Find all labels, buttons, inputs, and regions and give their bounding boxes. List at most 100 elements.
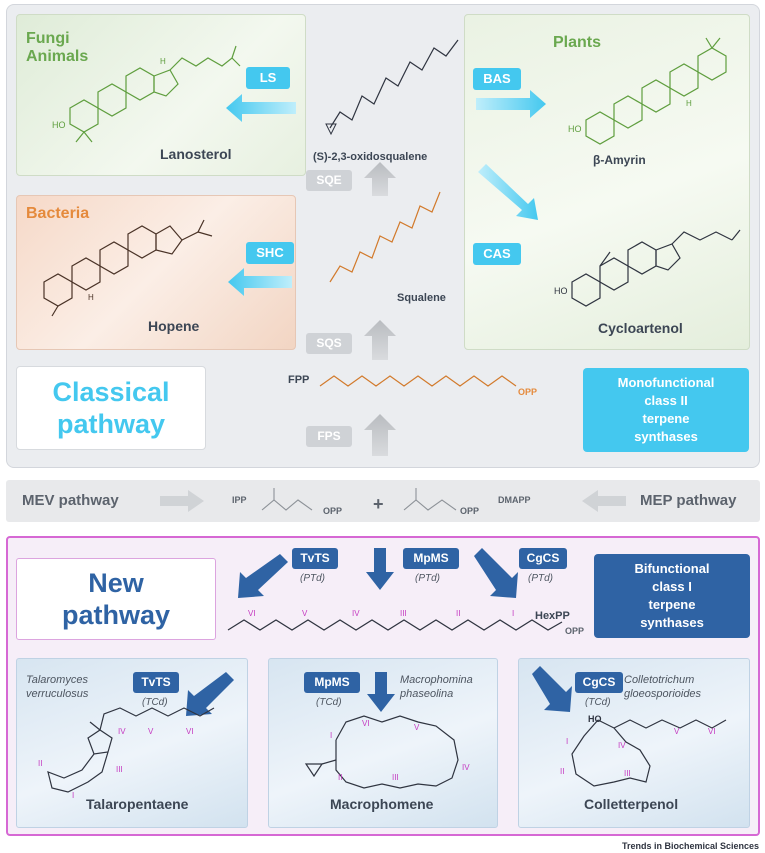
journal-footer: Trends in Biochemical Sciences bbox=[621, 841, 759, 851]
hexpp-roman-numerals: VI V IV III II I bbox=[248, 609, 514, 618]
organism-genus: Colletotrichum bbox=[624, 674, 695, 686]
roman-iii: III bbox=[116, 765, 123, 774]
fpp-label: FPP bbox=[288, 374, 310, 386]
roman-iii: III bbox=[392, 773, 399, 782]
organism-genus: Talaromyces bbox=[26, 674, 88, 686]
roman-vi: VI bbox=[248, 609, 256, 618]
roman-v: V bbox=[302, 609, 308, 618]
cycloartenol-label: Cycloartenol bbox=[598, 320, 683, 336]
hopene-label: Hopene bbox=[148, 318, 200, 334]
ls-enzyme-badge: LS bbox=[246, 67, 290, 89]
fps-up-arrow bbox=[364, 414, 396, 456]
svg-text:H: H bbox=[160, 57, 166, 66]
tvts-tcd-arrow bbox=[186, 672, 234, 716]
talaromyces-organism: Talaromyces verruculosus bbox=[26, 673, 88, 701]
bi-line-1: Bifunctional bbox=[634, 561, 710, 576]
roman-i: I bbox=[330, 731, 332, 740]
oxidosqualene-label: (S)-2,3-oxidosqualene bbox=[313, 151, 428, 163]
macrophomene-numerals: I VI V IV III II bbox=[330, 719, 470, 782]
monofunctional-synthases-card: Monofunctional class II terpene synthase… bbox=[583, 368, 749, 452]
plus-sign: + bbox=[373, 494, 384, 514]
beta-amyrin-label: β-Amyrin bbox=[593, 153, 646, 167]
mpms-ptd-badge: MpMS bbox=[403, 548, 459, 569]
cgcs-ptd-label: (PTd) bbox=[528, 573, 553, 584]
roman-v: V bbox=[414, 723, 420, 732]
roman-iv: IV bbox=[618, 741, 626, 750]
mono-line-3: terpene bbox=[642, 411, 690, 426]
ipp-label: IPP bbox=[232, 495, 247, 505]
ipp-structure bbox=[261, 499, 313, 511]
animals-label: Animals bbox=[26, 48, 89, 65]
bas-enzyme-badge: BAS bbox=[473, 68, 521, 90]
mono-line-2: class II bbox=[644, 393, 688, 408]
mep-pathway-label: MEP pathway bbox=[640, 492, 737, 509]
mono-line-4: synthases bbox=[634, 429, 698, 444]
fungi-animals-card bbox=[16, 14, 306, 176]
new-title-line2: pathway bbox=[61, 600, 171, 630]
macrophomene-label: Macrophomene bbox=[330, 796, 434, 812]
organism-species: verruculosus bbox=[26, 688, 89, 700]
new-title-line1: New bbox=[88, 568, 144, 598]
organism-species: phaseolina bbox=[400, 688, 454, 700]
dmapp-opp-label: OPP bbox=[460, 506, 480, 516]
talaropentaene-structure bbox=[47, 707, 215, 793]
precursor-band bbox=[6, 480, 760, 522]
sqe-enzyme-badge: SQE bbox=[306, 170, 352, 191]
sqs-up-arrow bbox=[364, 320, 396, 360]
ls-left-arrow bbox=[226, 94, 296, 122]
colletterpenol-numerals: IV V VI I II III bbox=[560, 727, 716, 778]
new-pathway-title-card: New pathway bbox=[16, 558, 216, 640]
beta-amyrin-structure: HO H bbox=[568, 37, 727, 145]
roman-vi: VI bbox=[708, 727, 716, 736]
mpms-ptd-arrow bbox=[366, 548, 394, 590]
bi-line-2: class I bbox=[652, 579, 692, 594]
bifunctional-synthases-card: Bifunctional class I terpene synthases bbox=[594, 554, 750, 638]
roman-iv: IV bbox=[462, 763, 470, 772]
dmapp-label: DMAPP bbox=[498, 495, 531, 505]
roman-iv: IV bbox=[118, 727, 126, 736]
dmapp-structure bbox=[403, 499, 457, 511]
bas-right-arrow bbox=[476, 90, 546, 118]
roman-i: I bbox=[566, 737, 568, 746]
lanosterol-label: Lanosterol bbox=[160, 146, 232, 162]
bi-line-4: synthases bbox=[640, 615, 704, 630]
bi-line-3: terpene bbox=[648, 597, 696, 612]
sqe-up-arrow bbox=[364, 162, 396, 196]
macrophomina-organism: Macrophomina phaseolina bbox=[400, 673, 473, 701]
roman-ii: II bbox=[338, 773, 342, 782]
roman-i: I bbox=[72, 791, 74, 800]
mpms-tcd-badge: MpMS bbox=[304, 672, 360, 693]
bacteria-card bbox=[16, 195, 296, 350]
tvts-tcd-label: (TCd) bbox=[142, 697, 168, 708]
bacteria-label: Bacteria bbox=[26, 205, 90, 222]
squalene-label: Squalene bbox=[397, 292, 446, 304]
fpp-structure bbox=[319, 375, 517, 387]
classical-pathway-title-card: Classical pathway bbox=[16, 366, 206, 450]
lanosterol-structure: HO H bbox=[52, 45, 241, 143]
roman-ii: II bbox=[560, 767, 564, 776]
macrophomene-structure bbox=[304, 715, 459, 789]
mono-line-1: Monofunctional bbox=[617, 375, 715, 390]
shc-enzyme-badge: SHC bbox=[246, 242, 294, 264]
classical-title-line1: Classical bbox=[52, 377, 170, 407]
mpms-ptd-label: (PTd) bbox=[415, 573, 440, 584]
tvts-ptd-arrow bbox=[238, 554, 288, 598]
talaropentaene-numerals: IV V VI III II I bbox=[38, 727, 194, 800]
hydroxyl-label: HO bbox=[588, 714, 602, 724]
svg-text:HO: HO bbox=[554, 286, 568, 296]
tvts-ptd-label: (PTd) bbox=[300, 573, 325, 584]
cgcs-tcd-badge: CgCS bbox=[575, 672, 623, 693]
cgcs-ptd-arrow bbox=[474, 548, 518, 598]
tvts-ptd-badge: TvTS bbox=[292, 548, 338, 569]
roman-iv: IV bbox=[352, 609, 360, 618]
ipp-opp-label: OPP bbox=[323, 506, 343, 516]
roman-i: I bbox=[512, 609, 514, 618]
squalene-structure bbox=[329, 191, 441, 283]
cycloartenol-structure: HO bbox=[554, 229, 741, 307]
mev-pathway-label: MEV pathway bbox=[22, 492, 119, 509]
colletotrichum-organism: Colletotrichum gloeosporioides bbox=[624, 673, 701, 701]
hexpp-label: HexPP bbox=[535, 610, 570, 622]
svg-text:H: H bbox=[88, 293, 94, 302]
sqs-enzyme-badge: SQS bbox=[306, 333, 352, 354]
fungi-label: Fungi bbox=[26, 30, 70, 47]
